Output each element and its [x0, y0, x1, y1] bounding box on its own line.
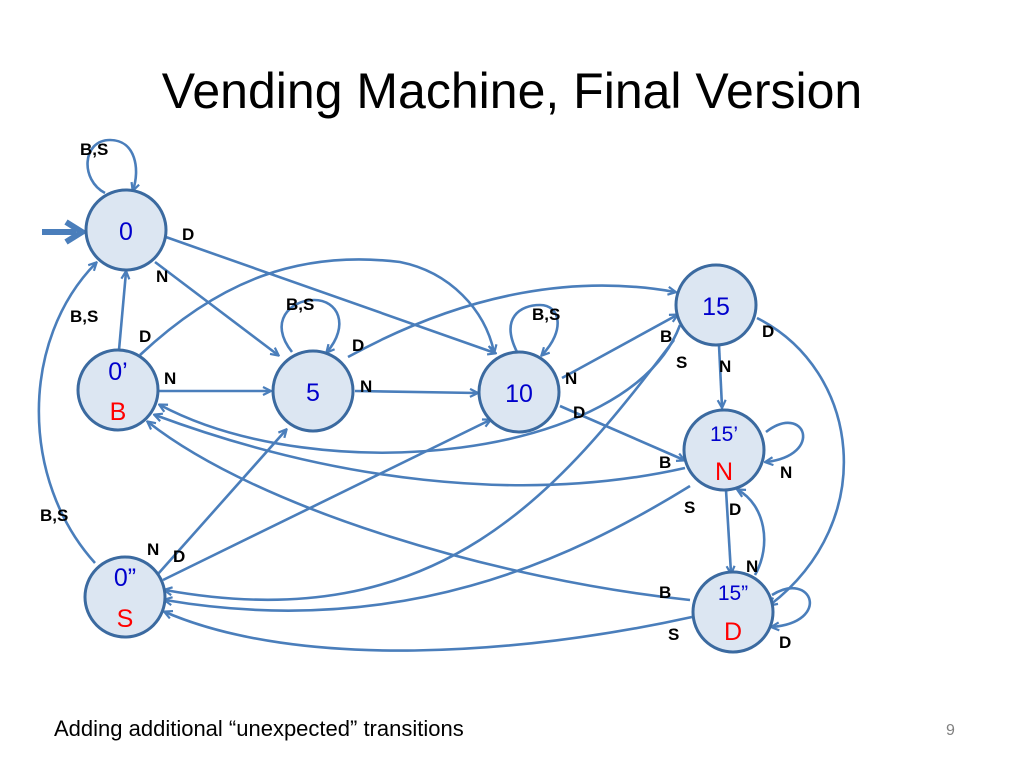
label-s15-n: N: [719, 357, 731, 376]
label-s0-n: N: [156, 267, 168, 286]
label-s10-self: B,S: [532, 305, 560, 324]
label-s5-self: B,S: [286, 295, 314, 314]
edge-s15d-to-s15n-n: [738, 490, 766, 576]
state-0-prime-name: 0’: [108, 358, 127, 386]
edge-s0b-to-s10-d: [139, 258, 494, 356]
transitions: [37, 138, 846, 652]
state-5-name: 5: [306, 379, 320, 407]
state-15-double-prime-name: 15”: [718, 582, 748, 605]
state-0-name: 0: [119, 218, 133, 246]
label-s15-d: D: [762, 322, 774, 341]
state-15-prime-output: N: [715, 458, 733, 486]
state-5: 5: [271, 349, 355, 433]
label-s0s-n: N: [147, 540, 159, 559]
state-10: 10: [477, 350, 561, 434]
state-10-name: 10: [505, 380, 533, 408]
edge-s0b-to-s0: [117, 272, 126, 351]
edge-s0s-to-s5-n: [157, 430, 286, 575]
edge-s0s-to-s0: [37, 263, 96, 564]
label-s10-n: N: [565, 369, 577, 388]
label-s15-b: B: [660, 327, 672, 346]
start-arrow: [42, 219, 88, 245]
label-s5-n: N: [360, 377, 372, 396]
label-s5-d: D: [352, 336, 364, 355]
label-s15n-s: S: [684, 498, 695, 517]
state-15-prime: 15’ N: [682, 408, 766, 492]
page-number: 9: [946, 722, 955, 739]
edge-s15-to-s15d-d: [756, 316, 846, 605]
edge-s15-to-s0s-s: [165, 339, 676, 601]
edge-s15d-to-s0s-s: [165, 612, 693, 652]
label-s0-d: D: [182, 225, 194, 244]
label-s10-d: D: [573, 403, 585, 422]
state-0-prime: 0’ B: [76, 348, 160, 432]
state-0-double-prime-name: 0”: [114, 564, 136, 592]
slide-title: Vending Machine, Final Version: [161, 63, 863, 119]
edge-s15n-to-s0b-b: [155, 415, 686, 487]
label-s15d-n: N: [746, 557, 758, 576]
edge-s10-self: [509, 303, 559, 355]
state-0-double-prime-output: S: [117, 605, 134, 633]
label-s0-self: B,S: [80, 140, 108, 159]
edge-s15n-to-s0s-s: [165, 484, 691, 612]
edge-s15d-to-s0b-b: [148, 422, 691, 602]
label-s0s-up: B,S: [40, 506, 68, 525]
label-s15d-s: S: [668, 625, 679, 644]
edge-s15d-self: [772, 587, 812, 627]
label-s15d-b: B: [659, 583, 671, 602]
label-s0b-d: D: [139, 327, 151, 346]
state-15: 15: [674, 263, 758, 347]
edge-s0-to-s5-n: [154, 260, 278, 355]
slide-caption: Adding additional “unexpected” transitio…: [54, 716, 464, 741]
edge-labels: B,S D N B,S D N B,S D N B,S N D B S N D …: [40, 140, 792, 652]
edge-s5-to-s10-n: [354, 391, 477, 393]
state-0-prime-output: B: [110, 398, 127, 426]
edge-s5-self: [280, 298, 341, 352]
edge-s0s-to-s10-d: [162, 420, 490, 582]
edge-s5-to-s15-d: [347, 284, 675, 359]
state-0: 0: [84, 188, 168, 272]
edge-s15-to-s15n-n: [719, 344, 722, 407]
edge-s0-self: [86, 138, 137, 195]
label-s15n-self: N: [780, 463, 792, 482]
edge-s15n-self: [766, 421, 805, 462]
edge-s0-to-s10-d: [162, 234, 495, 353]
label-s15n-d: D: [729, 500, 741, 519]
label-s15n-b: B: [659, 453, 671, 472]
edge-s10-to-s15-n: [561, 315, 677, 380]
state-15-name: 15: [702, 293, 730, 321]
label-s0s-d: D: [173, 547, 185, 566]
edge-s15n-to-s15d-d: [724, 489, 731, 573]
label-s0b-up: B,S: [70, 307, 98, 326]
edge-s15-to-s0b-b: [160, 324, 682, 454]
state-15-double-prime-output: D: [724, 618, 742, 646]
label-s15d-self: D: [779, 633, 791, 652]
state-15-prime-name: 15’: [710, 423, 738, 446]
label-s0b-n: N: [164, 369, 176, 388]
state-15-double-prime: 15” D: [691, 570, 775, 654]
label-s15-s: S: [676, 353, 687, 372]
state-0-double-prime: 0” S: [83, 555, 167, 639]
